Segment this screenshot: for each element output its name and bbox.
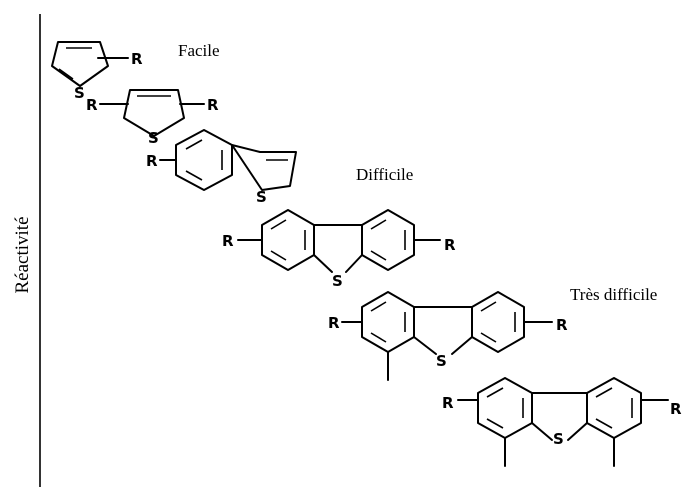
- svg-text:S: S: [436, 352, 447, 370]
- svg-text:R: R: [556, 316, 568, 334]
- svg-text:R: R: [328, 314, 340, 332]
- svg-text:R: R: [222, 232, 234, 250]
- svg-text:S: S: [332, 272, 343, 290]
- molecule-thiophene: S R: [51, 41, 143, 102]
- svg-text:S: S: [553, 430, 564, 448]
- molecule-thiophene-disubstituted: R S R: [86, 89, 219, 147]
- svg-text:R: R: [207, 96, 219, 114]
- label-tres-difficile: Très difficile: [570, 285, 657, 304]
- svg-text:R: R: [444, 236, 456, 254]
- svg-text:R: R: [86, 96, 98, 114]
- svg-text:R: R: [131, 50, 143, 68]
- molecule-4-6-dimethyl-dibenzothiophene: R S R: [442, 377, 682, 467]
- svg-text:R: R: [670, 400, 682, 418]
- molecule-dibenzothiophene: R S R: [222, 209, 456, 290]
- label-facile: Facile: [178, 41, 220, 60]
- svg-text:R: R: [146, 152, 158, 170]
- molecule-4-methyl-dibenzothiophene: R S R: [328, 291, 568, 381]
- svg-text:S: S: [74, 84, 85, 102]
- label-difficile: Difficile: [356, 165, 413, 184]
- axis-label: Réactivité: [12, 216, 33, 293]
- svg-text:S: S: [148, 129, 159, 147]
- svg-text:R: R: [442, 394, 454, 412]
- molecule-benzothiophene: R S: [146, 129, 297, 206]
- svg-text:S: S: [256, 188, 267, 206]
